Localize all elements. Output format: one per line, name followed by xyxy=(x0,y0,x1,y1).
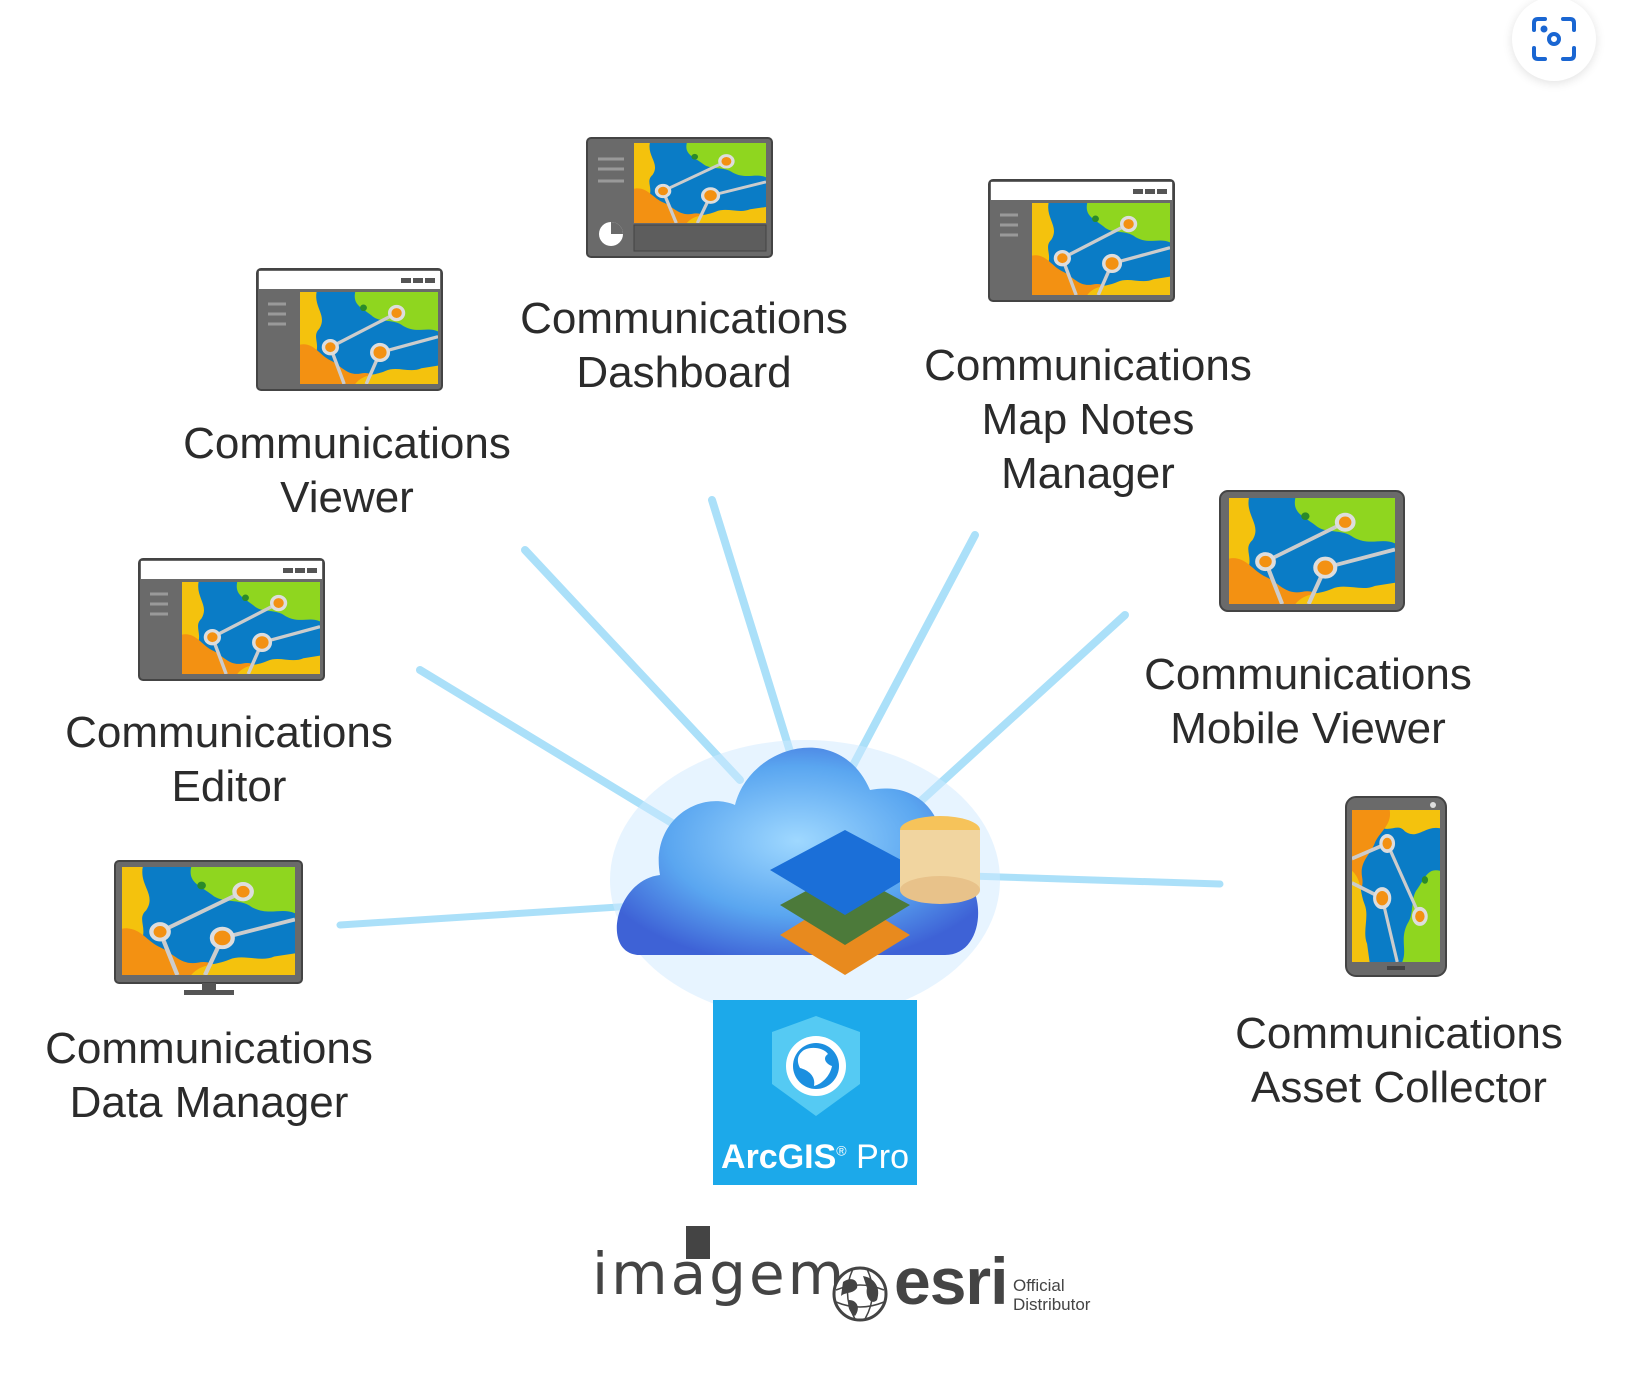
ray-viewer xyxy=(521,546,744,784)
ray-data-manager xyxy=(336,901,654,929)
editor-label: Communications Editor xyxy=(65,706,393,814)
data-manager-label: Communications Data Manager xyxy=(45,1022,373,1130)
label-line: Viewer xyxy=(280,473,414,522)
map-notes-manager-app-icon[interactable] xyxy=(988,179,1175,302)
map-notes-manager-label: Communications Map Notes Manager xyxy=(924,339,1252,501)
badge-line: Distributor xyxy=(1013,1295,1091,1314)
asset-collector-app-icon[interactable] xyxy=(1345,796,1447,977)
viewer-app-icon[interactable] xyxy=(256,268,443,391)
layers-icon xyxy=(770,816,980,975)
mobile-viewer-label: Communications Mobile Viewer xyxy=(1144,648,1472,756)
product-suffix: Pro xyxy=(856,1138,909,1176)
esri-logo: esri xyxy=(894,1244,1008,1318)
imagem-logo-mark xyxy=(686,1226,710,1259)
label-line: Asset Collector xyxy=(1251,1063,1547,1112)
label-line: Mobile Viewer xyxy=(1170,704,1446,753)
label-line: Manager xyxy=(1001,449,1175,498)
asset-collector-label: Communications Asset Collector xyxy=(1235,1007,1563,1115)
registered-mark: ® xyxy=(836,1142,847,1159)
data-manager-app-icon[interactable] xyxy=(114,860,303,997)
label-line: Communications xyxy=(1144,650,1472,699)
editor-app-icon[interactable] xyxy=(138,558,325,681)
product-name: ArcGIS xyxy=(721,1138,837,1176)
label-line: Editor xyxy=(171,762,287,811)
dashboard-label: Communications Dashboard xyxy=(520,292,848,400)
label-line: Communications xyxy=(520,294,848,343)
visual-search-button[interactable] xyxy=(1512,0,1596,81)
mobile-viewer-app-icon[interactable] xyxy=(1219,490,1405,612)
cloud-data-graphic xyxy=(610,740,1000,1020)
label-line: Communications xyxy=(924,341,1252,390)
visual-search-icon xyxy=(1532,17,1576,61)
dashboard-app-icon[interactable] xyxy=(586,137,773,258)
label-line: Communications xyxy=(65,708,393,757)
badge-line: Official xyxy=(1013,1276,1065,1295)
label-line: Dashboard xyxy=(576,348,792,397)
label-line: Communications xyxy=(45,1024,373,1073)
official-distributor-badge: Official Distributor xyxy=(1013,1276,1090,1314)
esri-globe-icon xyxy=(832,1266,888,1322)
label-line: Communications xyxy=(183,419,511,468)
arcgis-pro-logo: ArcGIS® Pro xyxy=(713,1000,917,1185)
label-line: Communications xyxy=(1235,1009,1563,1058)
viewer-label: Communications Viewer xyxy=(183,417,511,525)
arcgis-pro-wordmark: ArcGIS® Pro xyxy=(713,1138,917,1177)
label-line: Map Notes xyxy=(981,395,1195,444)
label-line: Data Manager xyxy=(69,1078,349,1127)
ray-asset-collector xyxy=(966,872,1224,888)
imagem-logo: imagem xyxy=(592,1240,848,1308)
arcgis-globe-icon xyxy=(772,1016,860,1116)
